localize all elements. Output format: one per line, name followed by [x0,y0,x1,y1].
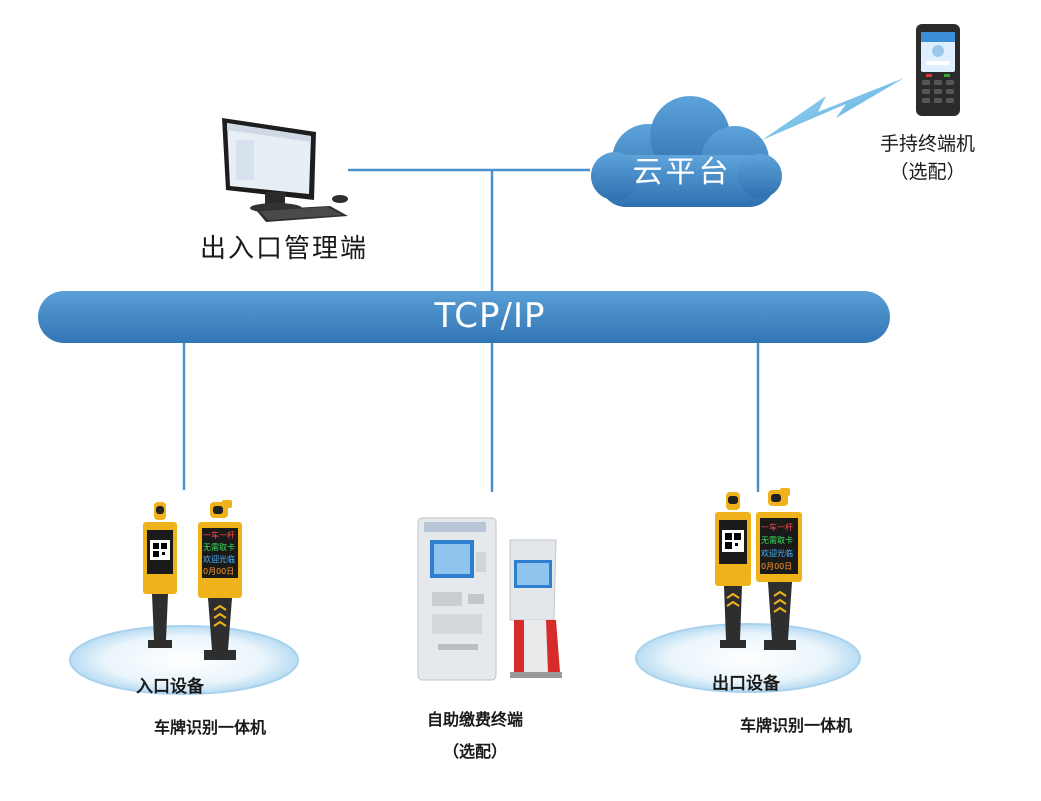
exit-device-label: 车牌识别一体机 [740,716,853,735]
exit-zone-ring [635,623,861,693]
led-line: 欢迎光临 [203,554,235,564]
exit-lpr-device-right [756,488,802,650]
led-line: 无需取卡 [761,535,793,545]
kiosk-label-line2: （选配） [442,742,507,761]
entry-lpr-device-right [198,500,242,660]
handheld-label-line2: （选配） [889,161,966,183]
cloud-platform-shape [591,96,782,207]
management-label: 出入口管理端 [200,234,369,264]
entry-device-label: 车牌识别一体机 [154,718,267,737]
entry-zone-label: 入口设备 [136,677,204,697]
tcpip-label: TCP/IP [434,296,546,336]
entry-lpr-device-left [143,502,177,648]
tcpip-bus [38,291,890,343]
led-line: 无需取卡 [203,542,235,552]
led-line: 0月00日 [203,567,234,576]
kiosk-label: 自助缴费终端 （选配） [415,706,535,762]
led-line: 一车一杆 [203,530,235,540]
exit-lpr-device-left [715,492,751,648]
handheld-label: 手持终端机 （选配） [880,130,975,186]
connection-lines [182,168,760,492]
handheld-terminal-icon [916,24,960,116]
cloud-platform-label: 云平台 [632,155,732,190]
exit-zone-label: 出口设备 [712,674,780,694]
management-pc-icon [222,118,348,222]
self-service-kiosk-icon [417,517,562,681]
led-line: 欢迎光临 [761,548,793,558]
led-line: 0月00日 [761,562,792,571]
kiosk-label-line1: 自助缴费终端 [426,710,523,729]
entry-zone-ring [69,625,299,695]
wireless-bolt-icon [762,78,904,140]
handheld-label-line1: 手持终端机 [880,133,976,155]
led-line: 一车一杆 [761,522,793,532]
